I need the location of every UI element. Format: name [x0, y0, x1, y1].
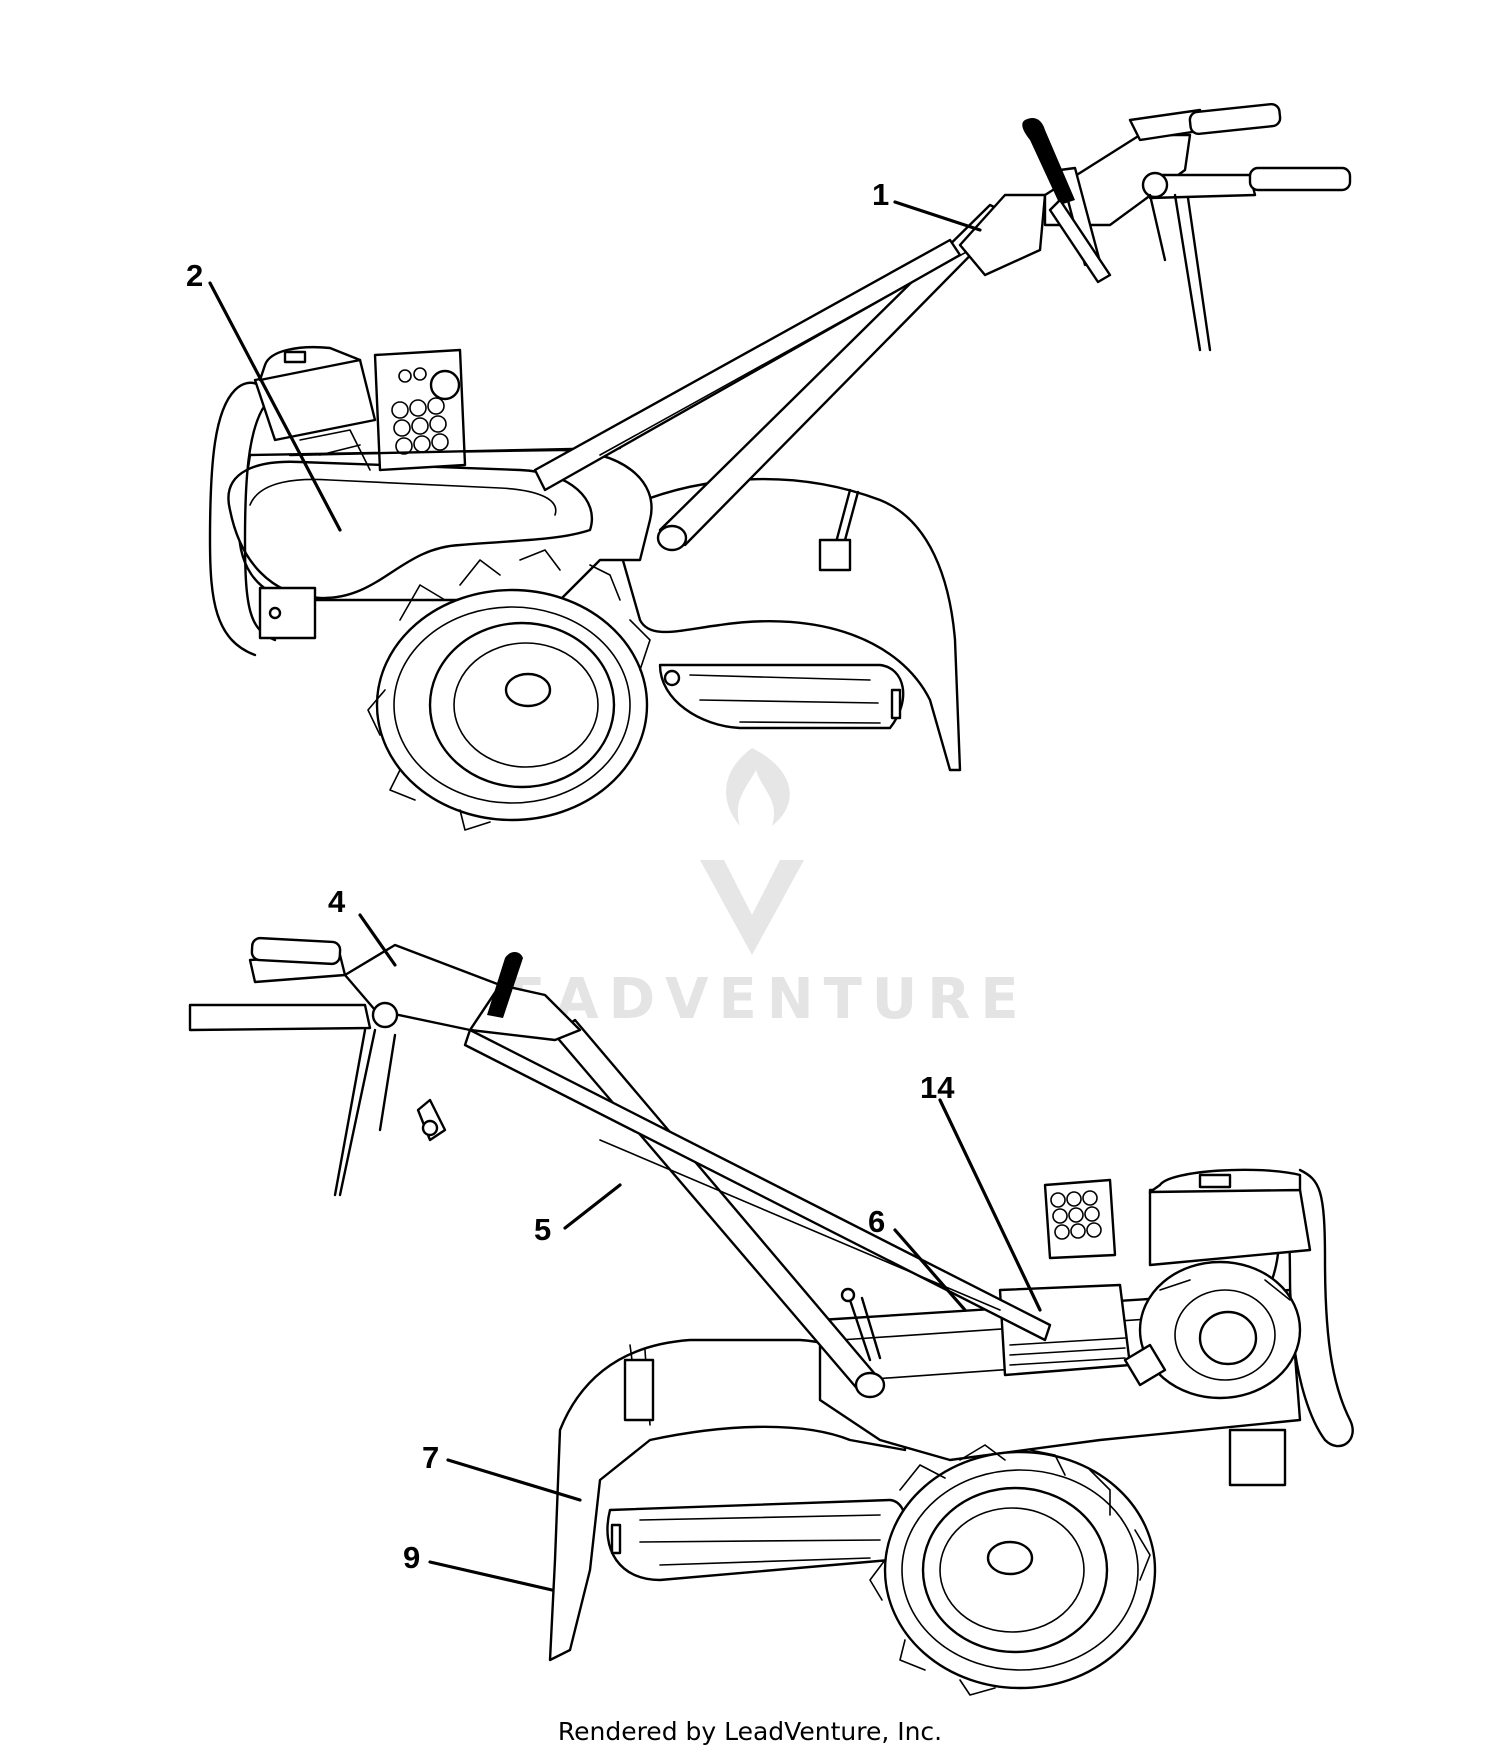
handlebar-bottom	[188, 936, 1052, 1399]
tiller-bottom-view	[188, 936, 1354, 1696]
callout-1: 1	[872, 177, 889, 212]
footer-credit: Rendered by LeadVenture, Inc.	[558, 1717, 942, 1746]
front-bumper	[208, 381, 277, 657]
callout-14: 14	[920, 1070, 955, 1105]
handlebar-top	[533, 102, 1352, 552]
control-grip-black	[1022, 118, 1075, 205]
leader-2	[208, 281, 342, 532]
callout-6: 6	[868, 1204, 885, 1239]
engine-top	[253, 346, 622, 472]
callout-4: 4	[328, 884, 346, 919]
callout-labels: 1 2 4 5 6 14 7 9	[186, 177, 955, 1575]
callout-2: 2	[186, 258, 203, 293]
wheel-bottom	[869, 1444, 1157, 1696]
leader-7	[446, 1458, 582, 1502]
flame-logo-icon	[700, 748, 804, 955]
callout-leaders	[208, 200, 1042, 1592]
leader-4	[358, 913, 397, 967]
leader-14	[938, 1098, 1042, 1312]
control-grip-black-bottom	[487, 952, 523, 1018]
leader-9	[428, 1560, 554, 1592]
leader-1	[893, 200, 982, 232]
callout-5: 5	[534, 1212, 551, 1247]
tiller-top-view	[208, 102, 1352, 831]
side-shield	[658, 663, 905, 730]
engine-bottom	[998, 1168, 1312, 1400]
wheel-top	[367, 549, 651, 831]
callout-7: 7	[422, 1440, 439, 1475]
tine-hood	[608, 477, 962, 772]
leader-5	[563, 1183, 622, 1230]
callout-9: 9	[403, 1540, 420, 1575]
leader-6	[893, 1228, 967, 1312]
